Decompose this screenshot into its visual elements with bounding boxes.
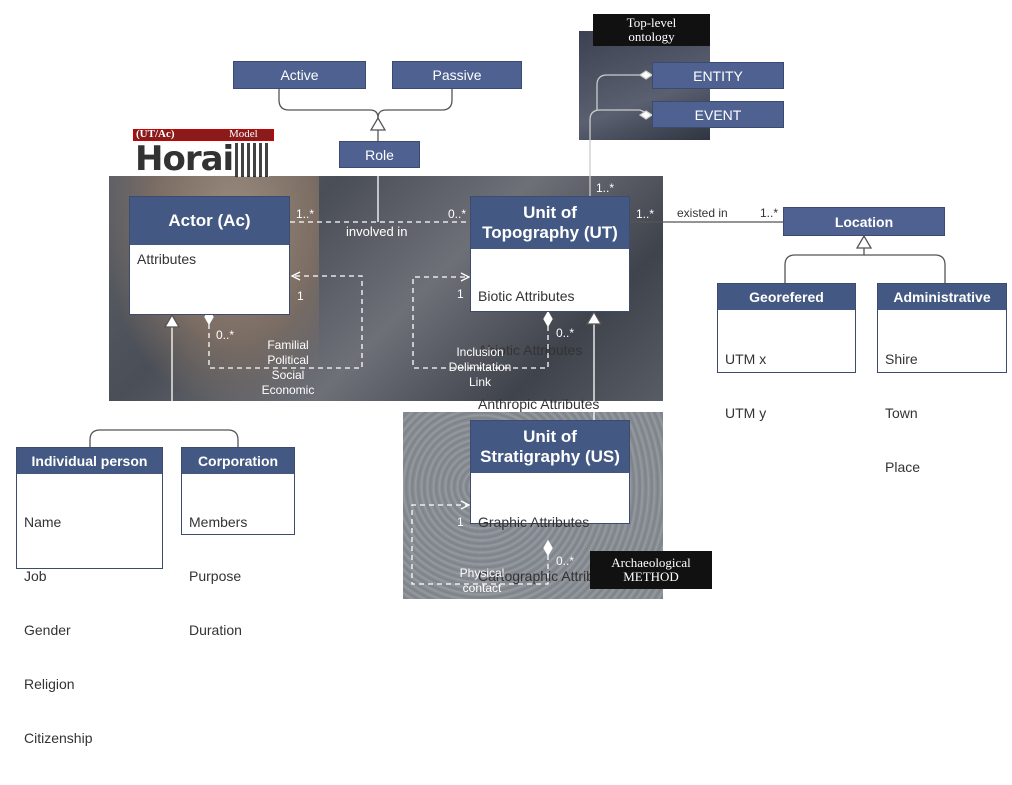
individual-attr-gender: Gender [24,622,71,638]
administrative-attr-town: Town [885,405,918,421]
entity-label: ENTITY [693,67,743,84]
ut-attr-anthropic: Anthropic Attributes [478,396,600,412]
passive-label: Passive [432,67,482,83]
top-level-ontology-label: Top-level ontology [593,14,710,46]
logo-tag-model: Model [229,128,258,140]
entity-box: ENTITY [652,62,784,89]
top-level-line1: Top-level [626,15,677,30]
event-box: EVENT [652,101,784,128]
actor-title: Actor (Ac) [130,197,289,245]
role-label: Role [365,146,394,163]
ut-right-multiplicity: 1..* [636,207,655,221]
corporation-attr-members: Members [189,514,248,530]
unit-of-topography-class: Unit of Topography (UT) Biotic Attribute… [470,196,630,412]
actor-relations-list: Familial Political Social Economic [250,338,326,398]
us-self-one: 1 [457,515,464,529]
relation-familial: Familial [267,338,309,352]
us-title-line2: Stratigraphy (US) [480,447,620,466]
individual-person-title: Individual person [17,448,162,474]
individual-attr-name: Name [24,514,62,530]
ut-left-multiplicity: 0..* [448,207,467,221]
administrative-attr-place: Place [885,459,921,475]
ut-top-multiplicity: 1..* [596,181,615,195]
us-title-line1: Unit of [523,427,577,446]
corporation-class: Corporation Members Purpose Duration [181,447,295,638]
us-self-many: 0..* [556,554,575,568]
ut-title-line1: Unit of [523,203,577,222]
relation-physical: Physical [459,566,505,580]
corporation-attr-duration: Duration [189,622,242,638]
corporation-attr-purpose: Purpose [189,568,242,584]
event-label: EVENT [694,106,742,123]
relation-economic: Economic [261,383,315,397]
individual-attr-citizenship: Citizenship [24,730,93,746]
actor-attributes: Attributes [137,251,197,267]
administrative-attr-shire: Shire [885,351,918,367]
administrative-title: Administrative [878,284,1006,310]
existed-in-label: existed in [677,206,728,220]
corporation-attributes: Members Purpose Duration [182,474,294,677]
individual-attr-job: Job [24,568,47,584]
ut-attributes: Biotic Attributes Abiotic Attributes Ant… [471,249,629,451]
actor-self-one: 1 [297,289,304,303]
qr-code-icon [235,143,269,177]
active-box: Active [233,61,366,89]
relation-social: Social [271,368,305,382]
relation-inclusion: Inclusion [456,345,504,359]
active-label: Active [280,67,319,83]
horai-logo: (UT/Ac) Model Horai [133,128,274,179]
location-label: Location [834,213,894,230]
role-box: Role [339,141,420,168]
georefered-attributes: UTM x UTM y [718,310,855,460]
individual-person-attributes: Name Job Gender Religion Citizenship [17,474,162,785]
relation-contact: contact [462,581,502,595]
individual-person-class: Individual person Name Job Gender Religi… [16,447,163,746]
us-title: Unit of Stratigraphy (US) [471,421,629,473]
ut-self-one: 1 [457,287,464,301]
us-relations-list: Physical contact [445,566,519,596]
relation-link: Link [468,375,491,389]
unit-of-stratigraphy-class: Unit of Stratigraphy (US) Graphic Attrib… [470,420,630,584]
logo-tag: (UT/Ac) [136,128,175,140]
archaeological-line2: METHOD [623,569,679,584]
relation-political: Political [267,353,309,367]
location-multiplicity: 1..* [760,206,779,220]
georefered-title: Georefered [718,284,855,310]
logo-word: Horai [135,139,234,179]
archaeological-method-label: Archaeological METHOD [590,551,712,589]
ut-title-line2: Topography (UT) [482,223,618,242]
archaeological-line1: Archaeological [611,555,691,570]
administrative-attributes: Shire Town Place [878,310,1006,514]
georefered-attr-utmy: UTM y [725,405,767,421]
actor-multiplicity: 1..* [296,207,315,221]
ut-title: Unit of Topography (UT) [471,197,629,249]
actor-class: Actor (Ac) Attributes [129,196,290,315]
location-box: Location [783,207,945,236]
ut-self-many: 0..* [556,326,575,340]
ut-attr-abiotic: Abiotic Attributes [478,342,583,358]
corporation-title: Corporation [182,448,294,474]
us-attributes: Graphic Attributes Cartographic Attrib. [471,473,629,623]
administrative-class: Administrative Shire Town Place [877,283,1007,475]
top-level-line2: ontology [628,29,675,44]
involved-in-label: involved in [346,224,408,239]
connector-lines [89,70,946,585]
us-attr-cartographic: Cartographic Attrib. [478,568,598,584]
passive-box: Passive [392,61,522,89]
ut-relations-list: Inclusion Delimitation Link [440,345,520,390]
actor-self-many: 0..* [216,328,235,342]
us-attr-graphic: Graphic Attributes [478,514,590,530]
georefered-attr-utmx: UTM x [725,351,767,367]
georefered-class: Georefered UTM x UTM y [717,283,856,421]
individual-attr-religion: Religion [24,676,75,692]
relation-delimitation: Delimitation [448,360,512,374]
ut-attr-biotic: Biotic Attributes [478,288,575,304]
